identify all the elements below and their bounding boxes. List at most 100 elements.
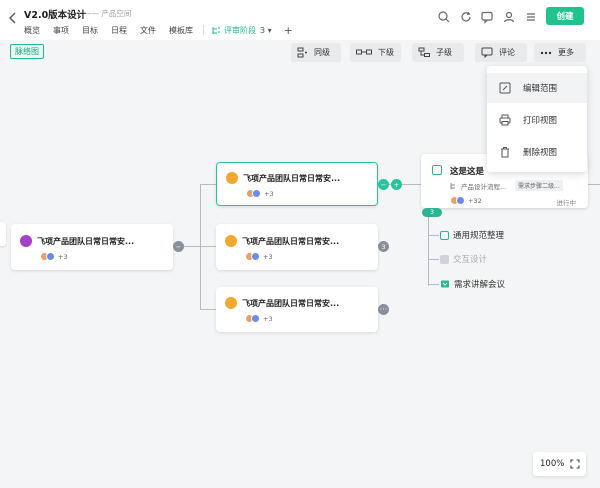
- comment-icon: [481, 47, 493, 58]
- zoom-level: 100%: [540, 459, 565, 469]
- more-options-badge[interactable]: ···: [378, 304, 389, 315]
- avatar: [251, 314, 260, 323]
- comment-label: 评论: [499, 48, 515, 57]
- task-icon: [226, 172, 238, 184]
- tab-items[interactable]: 事项: [53, 25, 69, 35]
- subtask-item[interactable]: 需求讲解会议: [440, 278, 505, 290]
- mindmap-node-3[interactable]: 飞项产品团队日常日常安... +3: [216, 287, 378, 332]
- connector-line: [200, 184, 201, 310]
- child-node-icon: [418, 47, 430, 57]
- avatar-group: +3: [245, 314, 273, 323]
- tab-review-stage[interactable]: 评审阶段 3 ▾: [212, 25, 272, 36]
- subtask-item[interactable]: 交互设计: [440, 253, 487, 265]
- connector-line: [173, 246, 200, 247]
- search-icon[interactable]: [437, 10, 451, 24]
- tab-review-count[interactable]: 3 ▾: [260, 25, 272, 35]
- tab-goals[interactable]: 目标: [82, 25, 98, 35]
- tab-bar: 概览 事项 目标 日程 文件 模板库 评审阶段 3 ▾ +: [24, 23, 293, 37]
- child-down-button[interactable]: 下级: [350, 43, 401, 62]
- more-label: 更多: [558, 48, 574, 57]
- mindmap-node-1[interactable]: 飞项产品团队日常日常安... +3: [216, 162, 378, 206]
- menu-item-print-view[interactable]: 打印视图: [487, 105, 587, 135]
- sibling-button[interactable]: 同级: [291, 43, 341, 62]
- more-menu: 编辑范围 打印视图 删除视图: [487, 66, 587, 172]
- avatar-group: +3: [40, 252, 68, 261]
- fit-screen-icon[interactable]: [570, 459, 580, 469]
- subtask-count-badge[interactable]: 3: [422, 208, 442, 217]
- connector-line: [200, 309, 216, 310]
- breadcrumb[interactable]: —— 产品空间: [84, 9, 132, 18]
- member-extra-count: +3: [263, 314, 273, 323]
- connector-line: [428, 210, 429, 286]
- status-label: 进行中: [556, 199, 577, 207]
- menu-item-edit-range[interactable]: 编辑范围: [487, 73, 587, 103]
- connector-line: [200, 184, 216, 185]
- more-dots-icon: [540, 51, 552, 54]
- connector-line: [588, 184, 600, 185]
- child-down-icon: [356, 49, 372, 55]
- add-tab-button[interactable]: +: [283, 23, 293, 37]
- subtask-checkbox[interactable]: [440, 230, 449, 240]
- sibling-node-icon: [297, 47, 307, 58]
- menu-item-label: 编辑范围: [523, 84, 558, 94]
- create-button[interactable]: 创建: [546, 7, 584, 25]
- comment-button[interactable]: 评论: [475, 43, 527, 62]
- avatar-group: +3: [245, 252, 273, 261]
- more-button[interactable]: 更多: [534, 43, 586, 62]
- avatar: [251, 252, 260, 261]
- collapse-toggle[interactable]: −: [173, 241, 184, 252]
- sibling-label: 同级: [314, 48, 330, 57]
- meeting-icon: [441, 280, 449, 288]
- subtask-label: 交互设计: [453, 255, 488, 265]
- zoom-control[interactable]: 100%: [533, 452, 586, 476]
- member-extra-count: +3: [264, 189, 274, 198]
- menu-icon[interactable]: [524, 10, 538, 24]
- node-title: 这是这是: [450, 167, 485, 177]
- mindmap-node-root[interactable]: 飞项产品团队日常日常安... +3: [11, 224, 173, 270]
- connector-line: [428, 235, 439, 236]
- tab-templates[interactable]: 模板库: [169, 25, 193, 35]
- collapse-toggle[interactable]: −: [378, 179, 389, 190]
- back-icon[interactable]: [6, 10, 20, 26]
- subtask-checkbox-done[interactable]: [440, 254, 449, 264]
- member-extra-count: +3: [58, 252, 68, 261]
- menu-item-delete-view[interactable]: 删除视图: [487, 137, 587, 167]
- tab-schedule[interactable]: 日程: [111, 25, 127, 35]
- avatar-group: +3: [246, 189, 274, 198]
- tab-files[interactable]: 文件: [140, 25, 156, 35]
- avatar: [46, 252, 55, 261]
- page-title: V2.0版本设计: [24, 10, 87, 21]
- node-title: 飞项产品团队日常日常安...: [37, 237, 135, 246]
- connector-line: [428, 259, 439, 260]
- task-checkbox[interactable]: [432, 165, 442, 175]
- tab-overview[interactable]: 概览: [24, 25, 40, 35]
- member-icon[interactable]: [502, 10, 516, 24]
- mindmap-node-2[interactable]: 飞项产品团队日常日常安... +3: [216, 224, 378, 270]
- node-path: 产品设计流程...: [461, 183, 507, 191]
- child-count-badge[interactable]: 3: [378, 241, 389, 252]
- side-panel-handle[interactable]: [0, 222, 6, 246]
- tab-review-label: 评审阶段: [224, 25, 256, 35]
- project-icon: [20, 235, 32, 247]
- add-child-button[interactable]: +: [391, 179, 402, 190]
- child-down-label: 下级: [378, 48, 394, 57]
- refresh-icon[interactable]: [459, 10, 473, 24]
- path-icon: [450, 183, 455, 189]
- step-tag: 需求步骤二级...: [515, 180, 563, 191]
- chat-icon[interactable]: [480, 10, 494, 24]
- tab-divider: [203, 25, 204, 35]
- node-title: 飞项产品团队日常日常安...: [242, 237, 340, 246]
- child-button[interactable]: 子级: [412, 43, 464, 62]
- tree-icon: [212, 26, 220, 34]
- node-title: 飞项产品团队日常日常安...: [243, 174, 341, 183]
- menu-item-label: 打印视图: [523, 116, 558, 126]
- connector-line: [200, 246, 216, 247]
- subtask-item[interactable]: 通用规范整理: [440, 229, 504, 241]
- menu-item-label: 删除视图: [523, 148, 558, 158]
- subtask-label: 需求讲解会议: [454, 280, 506, 290]
- subtask-label: 通用规范整理: [453, 231, 505, 241]
- avatar: [252, 189, 261, 198]
- member-extra-count: +32: [468, 196, 482, 205]
- view-tag-mindmap[interactable]: 脉络图: [10, 44, 44, 59]
